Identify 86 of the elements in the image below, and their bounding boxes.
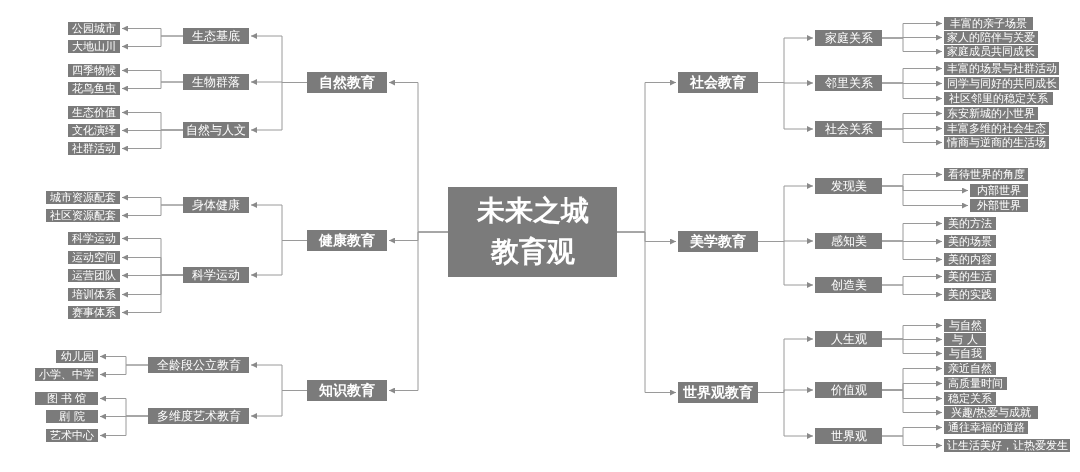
leaf-box: 图 书 馆 xyxy=(35,392,98,405)
leaf-box: 东安新城的小世界 xyxy=(944,107,1038,120)
connector-arrow xyxy=(881,338,943,357)
connector-arrow xyxy=(616,231,677,396)
leaf-box: 赛事体系 xyxy=(68,306,120,319)
leaf-box: 社区邻里的稳定关系 xyxy=(944,92,1053,105)
connector-arrow xyxy=(99,364,149,378)
connector-arrow xyxy=(881,128,943,146)
subtopic-box: 创造美 xyxy=(815,277,882,293)
leaf-box: 兴趣/热爱与成就 xyxy=(944,406,1038,419)
topic-box: 知识教育 xyxy=(307,380,387,401)
leaf-box: 小学、中学 xyxy=(35,368,98,381)
leaf-box: 美的场景 xyxy=(944,235,996,248)
leaf-box: 花鸟鱼虫 xyxy=(68,82,120,95)
subtopic-box: 全龄段公立教育 xyxy=(148,357,249,373)
leaf-box: 大地山川 xyxy=(68,40,120,53)
connector-arrow xyxy=(121,204,184,219)
leaf-box: 通往幸福的道路 xyxy=(944,421,1028,434)
leaf-box: 美的生活 xyxy=(944,270,996,283)
leaf-box: 与自然 xyxy=(944,319,986,332)
subtopic-box: 科学运动 xyxy=(183,267,249,283)
subtopic-box: 自然与人文 xyxy=(183,122,249,138)
topic-box: 健康教育 xyxy=(307,230,387,251)
leaf-box: 公园城市 xyxy=(68,22,120,35)
leaf-box: 丰富的亲子场景 xyxy=(944,17,1033,30)
topic-box: 自然教育 xyxy=(307,72,387,93)
leaf-box: 四季物候 xyxy=(68,64,120,77)
leaf-box: 稳定关系 xyxy=(944,392,996,405)
connector-arrow xyxy=(121,129,184,152)
leaf-box: 高质量时间 xyxy=(944,377,1007,390)
connector-arrow xyxy=(121,35,184,50)
leaf-box: 社区资源配套 xyxy=(46,209,120,222)
leaf-box: 与自我 xyxy=(944,347,986,360)
leaf-box: 城市资源配套 xyxy=(46,191,120,204)
leaf-box: 美的方法 xyxy=(944,217,996,230)
subtopic-box: 邻里关系 xyxy=(815,75,882,91)
subtopic-box: 社会关系 xyxy=(815,121,882,137)
leaf-box: 同学与同好的共同成长 xyxy=(944,77,1059,90)
leaf-box: 社群活动 xyxy=(68,142,120,155)
connector-arrow xyxy=(881,185,969,209)
leaf-box: 丰富的场景与社群活动 xyxy=(944,62,1059,75)
leaf-box: 家庭成员共同成长 xyxy=(944,45,1038,58)
subtopic-box: 价值观 xyxy=(815,382,882,398)
connector-arrow xyxy=(388,231,449,394)
leaf-box: 美的内容 xyxy=(944,253,996,266)
subtopic-box: 世界观 xyxy=(815,428,882,444)
leaf-box: 家人的陪伴与关爱 xyxy=(944,31,1038,44)
leaf-box: 剧 院 xyxy=(46,410,98,423)
subtopic-box: 家庭关系 xyxy=(815,30,882,46)
leaf-box: 内部世界 xyxy=(970,184,1028,197)
connector-arrow xyxy=(881,82,943,102)
subtopic-box: 生态基底 xyxy=(183,28,249,44)
connector-arrow xyxy=(881,37,943,55)
leaf-box: 运营团队 xyxy=(68,269,120,282)
leaf-box: 幼儿园 xyxy=(56,350,98,363)
connector-arrow xyxy=(121,274,184,316)
leaf-box: 亲近自然 xyxy=(944,362,996,375)
leaf-box: 美的实践 xyxy=(944,288,996,301)
leaf-box: 看待世界的角度 xyxy=(944,168,1028,181)
subtopic-box: 发现美 xyxy=(815,178,882,194)
leaf-box: 文化演绎 xyxy=(68,124,120,137)
leaf-box: 艺术中心 xyxy=(46,429,98,442)
topic-box: 社会教育 xyxy=(678,72,758,93)
connector-arrow xyxy=(881,284,943,298)
leaf-box: 运动空间 xyxy=(68,251,120,264)
leaf-box: 培训体系 xyxy=(68,288,120,301)
leaf-box: 生态价值 xyxy=(68,106,120,119)
connector-arrow xyxy=(99,415,149,439)
connector-arrow xyxy=(881,389,943,416)
leaf-box: 让生活美好，让热爱发生 xyxy=(944,439,1070,452)
subtopic-box: 感知美 xyxy=(815,233,882,249)
leaf-box: 科学运动 xyxy=(68,232,120,245)
connector-arrow xyxy=(121,81,184,92)
leaf-box: 外部世界 xyxy=(970,199,1028,212)
subtopic-box: 人生观 xyxy=(815,331,882,347)
central-topic-box: 未来之城教育观 xyxy=(448,187,617,277)
leaf-box: 情商与逆商的生活场 xyxy=(944,136,1049,149)
topic-box: 世界观教育 xyxy=(678,382,758,403)
subtopic-box: 多维度艺术教育 xyxy=(148,408,249,424)
leaf-box: 与 人 xyxy=(944,333,986,346)
connector-arrow xyxy=(881,240,943,263)
subtopic-box: 身体健康 xyxy=(183,197,249,213)
leaf-box: 丰富多维的社会生态 xyxy=(944,122,1049,135)
connector-arrow xyxy=(881,435,943,449)
subtopic-box: 生物群落 xyxy=(183,74,249,90)
topic-box: 美学教育 xyxy=(678,231,758,252)
